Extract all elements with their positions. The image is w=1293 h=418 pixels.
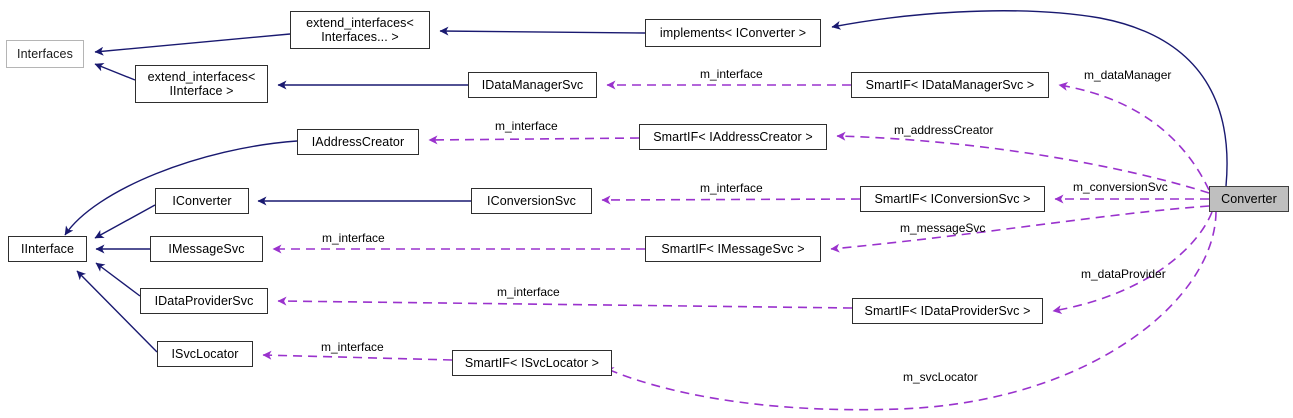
- edge-label-m_interface_datamanager: m_interface: [700, 67, 763, 81]
- edge-label-m_addressCreator: m_addressCreator: [894, 123, 994, 137]
- class-node-isvclocator[interactable]: ISvcLocator: [157, 341, 253, 367]
- edge-label-m_svcLocator: m_svcLocator: [903, 370, 978, 384]
- class-node-smartif_idataprovidersvc[interactable]: SmartIF< IDataProviderSvc >: [852, 298, 1043, 324]
- class-node-smartif_imessagesvc[interactable]: SmartIF< IMessageSvc >: [645, 236, 821, 262]
- class-node-iaddresscreator[interactable]: IAddressCreator: [297, 129, 419, 155]
- edge-label-m_dataManager: m_dataManager: [1084, 68, 1172, 82]
- class-node-iinterface[interactable]: IInterface: [8, 236, 87, 262]
- class-node-idataprovidersvc[interactable]: IDataProviderSvc: [140, 288, 268, 314]
- class-node-extend_interfaces_ii[interactable]: extend_interfaces< IInterface >: [135, 65, 268, 103]
- edge-label-m_conversionSvc: m_conversionSvc: [1073, 180, 1168, 194]
- edge-label-m_messageSvc: m_messageSvc: [900, 221, 986, 235]
- class-node-implements_iconverter[interactable]: implements< IConverter >: [645, 19, 821, 47]
- edge-label-m_interface_dataprovidersvc: m_interface: [497, 285, 560, 299]
- class-node-iconverter[interactable]: IConverter: [155, 188, 249, 214]
- edge-label-m_dataProvider: m_dataProvider: [1081, 267, 1166, 281]
- class-node-smartif_iaddresscreator[interactable]: SmartIF< IAddressCreator >: [639, 124, 827, 150]
- class-node-smartif_iconversionsvc[interactable]: SmartIF< IConversionSvc >: [860, 186, 1045, 212]
- class-node-idatamanagersvc[interactable]: IDataManagerSvc: [468, 72, 597, 98]
- class-node-extend_interfaces_pack[interactable]: extend_interfaces< Interfaces... >: [290, 11, 430, 49]
- class-node-interfaces[interactable]: Interfaces: [6, 40, 84, 68]
- edge-label-m_interface_messagesvc: m_interface: [322, 231, 385, 245]
- class-node-smartif_isvclocator[interactable]: SmartIF< ISvcLocator >: [452, 350, 612, 376]
- edge-label-m_interface_svclocator: m_interface: [321, 340, 384, 354]
- edge-label-m_interface_addresscreator: m_interface: [495, 119, 558, 133]
- class-node-converter[interactable]: Converter: [1209, 186, 1289, 212]
- class-node-imessagesvc[interactable]: IMessageSvc: [150, 236, 263, 262]
- class-node-smartif_idatamanagersvc[interactable]: SmartIF< IDataManagerSvc >: [851, 72, 1049, 98]
- edge-label-m_interface_conversionsvc: m_interface: [700, 181, 763, 195]
- class-node-iconversionsvc[interactable]: IConversionSvc: [471, 188, 592, 214]
